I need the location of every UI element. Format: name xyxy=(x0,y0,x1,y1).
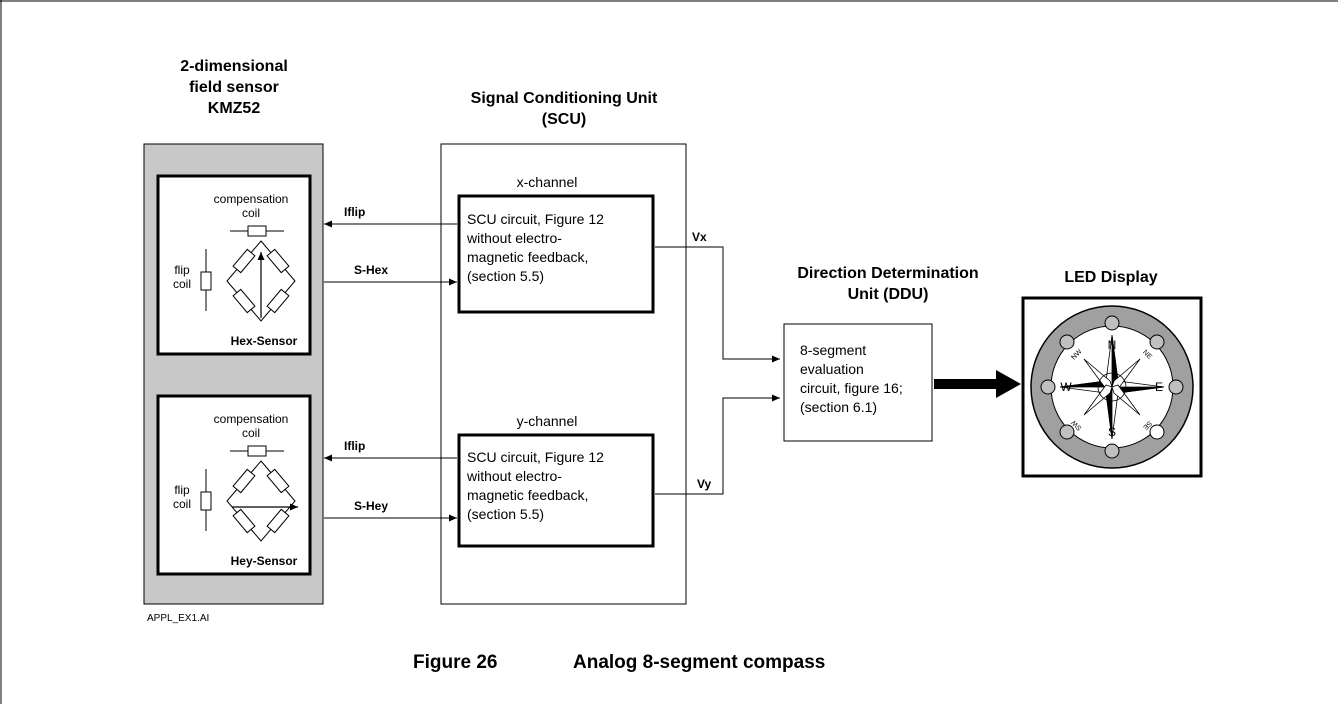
led-n xyxy=(1104,315,1120,331)
hex-sensor-label: Hex-Sensor xyxy=(231,334,298,348)
led-title: LED Display xyxy=(1064,269,1157,286)
vx-line xyxy=(655,246,780,363)
x-channel-line2: without electro- xyxy=(466,230,562,246)
led-s xyxy=(1104,443,1120,459)
hex-flip-label-1: flip xyxy=(174,263,190,277)
compass-rose xyxy=(1059,334,1165,440)
hey-bridge xyxy=(226,460,296,542)
scu-title-line2: (SCU) xyxy=(542,111,586,128)
sensor-title-line1: 2-dimensional xyxy=(180,58,288,75)
figure-code: APPL_EX1.AI xyxy=(147,613,209,624)
y-channel-label: y-channel xyxy=(517,413,578,429)
y-channel-box xyxy=(457,433,655,548)
vy-label: Vy xyxy=(697,477,712,491)
compass-e-label: E xyxy=(1155,380,1163,394)
hey-sensor: compensation coil flip coil Hey-Sensor xyxy=(156,394,312,576)
ddu-title-line2: Unit (DDU) xyxy=(848,286,929,303)
compass-se-label: SE xyxy=(1141,419,1153,431)
ddu-title-line1: Direction Determination xyxy=(797,265,978,282)
ddu-box xyxy=(783,323,933,442)
hex-flip-coil xyxy=(200,249,212,311)
vx-label: Vx xyxy=(692,230,707,244)
hey-comp-label-1: compensation xyxy=(214,412,289,426)
hex-compensation-coil xyxy=(230,225,284,237)
led-se xyxy=(1149,424,1165,440)
hex-comp-label-1: compensation xyxy=(214,192,289,206)
iflip-x-label: Iflip xyxy=(344,205,365,219)
caption-text: Analog 8-segment compass xyxy=(573,652,825,673)
x-channel-line4: (section 5.5) xyxy=(467,268,544,284)
y-channel-line1: SCU circuit, Figure 12 xyxy=(467,449,604,465)
hey-flip-label-1: flip xyxy=(174,483,190,497)
compass-w-label: W xyxy=(1060,380,1072,394)
hex-sensor: compensation coil flip coil Hex-Sensor xyxy=(156,174,312,356)
hey-flip-coil xyxy=(200,469,212,531)
sensor-title-line2: field sensor xyxy=(189,79,279,96)
x-channel-box xyxy=(457,194,655,314)
scu-title-line1: Signal Conditioning Unit xyxy=(471,90,658,107)
y-channel-line2: without electro- xyxy=(466,468,562,484)
compass-face: N S E W NE NW SE SW xyxy=(1030,305,1194,469)
hey-comp-label-2: coil xyxy=(242,426,260,440)
ddu-line4: (section 6.1) xyxy=(800,399,877,415)
s-hex-label: S-Hex xyxy=(354,263,388,277)
led-w xyxy=(1040,379,1056,395)
hex-bridge xyxy=(226,240,296,322)
hey-compensation-coil xyxy=(230,445,284,457)
iflip-y-label: Iflip xyxy=(344,439,365,453)
hey-sensor-label: Hey-Sensor xyxy=(231,554,298,568)
vy-line xyxy=(655,394,780,495)
ddu-line1: 8-segment xyxy=(800,342,866,358)
led-nw xyxy=(1059,334,1075,350)
hex-flip-label-2: coil xyxy=(173,277,191,291)
led-sw xyxy=(1059,424,1075,440)
x-channel-label: x-channel xyxy=(517,174,578,190)
hey-flip-label-2: coil xyxy=(173,497,191,511)
compass-s-label: S xyxy=(1108,425,1116,439)
sensor-title-line3: KMZ52 xyxy=(208,100,261,117)
caption-number: Figure 26 xyxy=(413,652,497,673)
ddu-line2: evaluation xyxy=(800,361,864,377)
ddu-to-led-arrow xyxy=(934,370,1021,398)
x-channel-line3: magnetic feedback, xyxy=(467,249,588,265)
s-hey-label: S-Hey xyxy=(354,499,388,513)
led-e xyxy=(1168,379,1184,395)
y-channel-line3: magnetic feedback, xyxy=(467,487,588,503)
hex-comp-label-2: coil xyxy=(242,206,260,220)
x-channel-line1: SCU circuit, Figure 12 xyxy=(467,211,604,227)
ddu-line3: circuit, figure 16; xyxy=(800,380,903,396)
compass-n-label: N xyxy=(1108,338,1117,352)
led-ne xyxy=(1149,334,1165,350)
y-channel-line4: (section 5.5) xyxy=(467,506,544,522)
